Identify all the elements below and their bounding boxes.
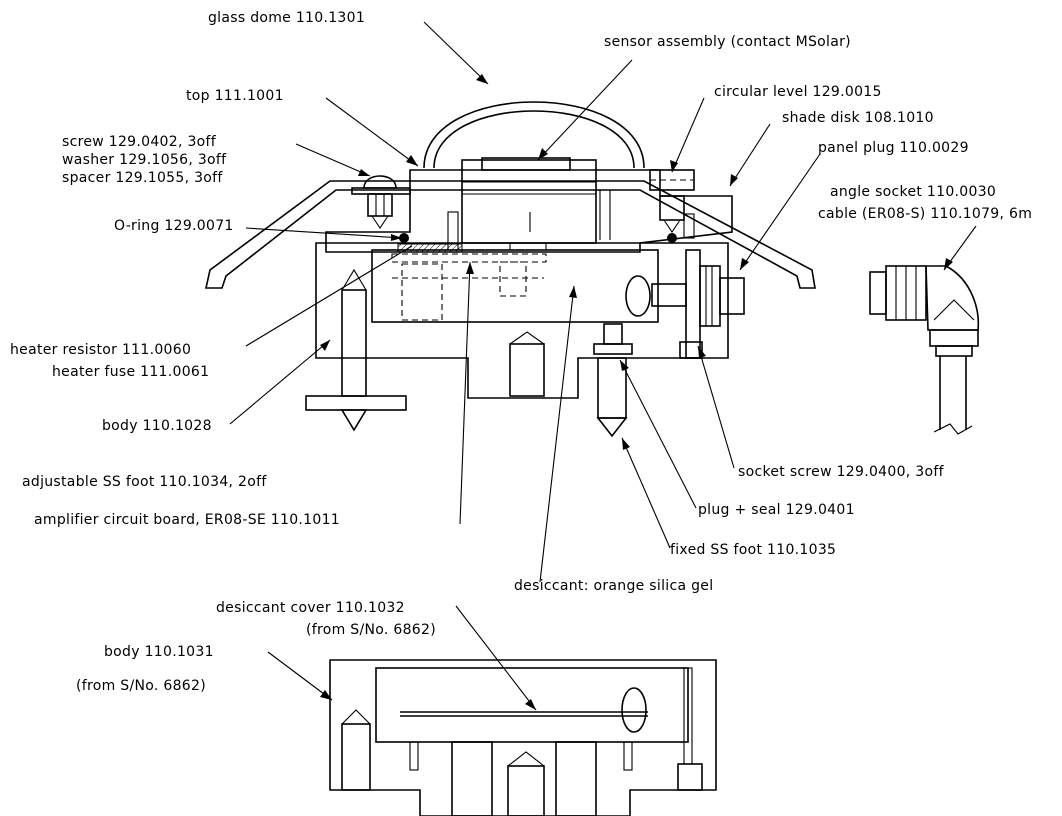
label-fixed-foot: fixed SS foot 110.1035 <box>670 542 836 558</box>
label-body-upper: body 110.1028 <box>102 418 212 434</box>
label-shade-disk: shade disk 108.1010 <box>782 110 934 126</box>
lower-body <box>329 659 717 816</box>
labels: glass dome 110.1301 sensor assembly (con… <box>10 10 1032 694</box>
label-body-lower-note: (from S/No. 6862) <box>76 678 206 694</box>
label-heater-resistor: heater resistor 111.0060 <box>10 342 191 358</box>
o-ring <box>399 233 409 243</box>
label-washer: washer 129.1056, 3off <box>62 152 227 168</box>
label-adjustable-foot: adjustable SS foot 110.1034, 2off <box>22 474 267 490</box>
label-top: top 111.1001 <box>186 88 284 104</box>
label-glass-dome: glass dome 110.1301 <box>208 10 365 26</box>
label-desiccant: desiccant: orange silica gel <box>514 578 713 594</box>
fixed-foot <box>593 323 633 438</box>
circular-level <box>649 169 695 233</box>
amplifier-board <box>391 253 547 263</box>
label-screw: screw 129.0402, 3off <box>62 134 217 150</box>
label-panel-plug: panel plug 110.0029 <box>818 140 969 156</box>
label-circular-level: circular level 129.0015 <box>714 84 882 100</box>
center-boss <box>509 331 545 397</box>
heater-resistor <box>397 243 463 253</box>
upper-assembly <box>205 101 816 438</box>
sensor-assembly-block <box>461 159 597 244</box>
label-amplifier-board: amplifier circuit board, ER08-SE 110.101… <box>34 512 340 528</box>
label-angle-socket: angle socket 110.0030 <box>830 184 996 200</box>
angle-socket <box>869 265 980 435</box>
label-cable: cable (ER08-S) 110.1079, 6m <box>818 206 1032 222</box>
label-plug-seal: plug + seal 129.0401 <box>698 502 855 518</box>
glass-dome <box>423 101 645 169</box>
shade-disk <box>205 180 816 289</box>
adjustable-foot <box>305 268 407 432</box>
label-sensor-assembly: sensor assembly (contact MSolar) <box>604 34 851 50</box>
label-body-lower: body 110.1031 <box>104 644 214 660</box>
label-desiccant-cover-note: (from S/No. 6862) <box>306 622 436 638</box>
label-desiccant-cover: desiccant cover 110.1032 <box>216 600 405 616</box>
leader-lines <box>229 21 977 711</box>
screw-washer-spacer <box>351 175 411 229</box>
label-spacer: spacer 129.1055, 3off <box>62 170 223 186</box>
label-o-ring: O-ring 129.0071 <box>114 218 234 234</box>
desiccant-cavity <box>371 249 659 323</box>
panel-plug <box>625 249 745 359</box>
label-socket-screw: socket screw 129.0400, 3off <box>738 464 945 480</box>
label-heater-fuse: heater fuse 111.0061 <box>52 364 209 380</box>
socket-screw <box>679 341 703 359</box>
